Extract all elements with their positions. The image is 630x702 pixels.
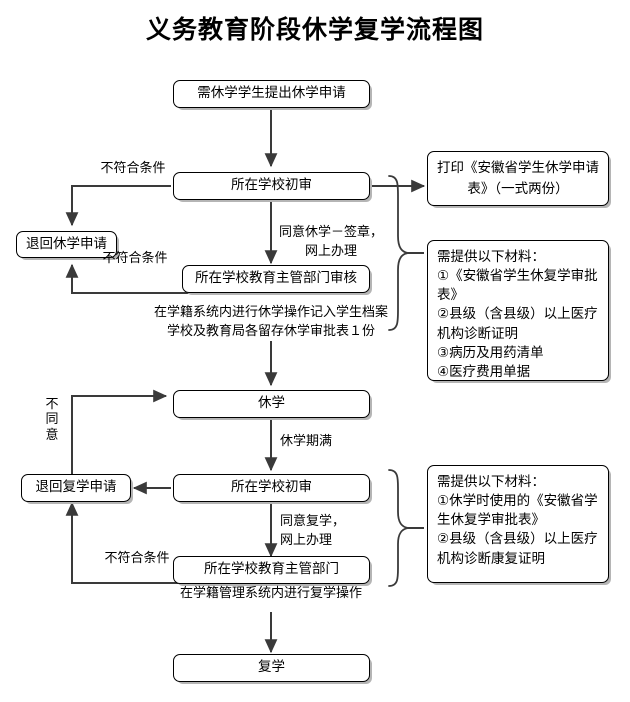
node-edu-department-review[interactable]: 所在学校教育主管部门审核 (182, 265, 370, 293)
node-school-first-review-resume-label: 所在学校初审 (231, 479, 312, 496)
label-not-qualified-2: 不符合条件 (102, 251, 168, 266)
node-return-resume-application[interactable]: 退回复学申请 (21, 474, 131, 502)
label-disagree-char-2: 同 (45, 412, 59, 428)
label-leave-period-expired: 休学期满 (280, 434, 333, 449)
label-disagree-vertical: 不 同 意 (45, 397, 59, 443)
connector-return-resume-to-onleave (71, 389, 168, 474)
page-title: 义务教育阶段休学复学流程图 (145, 15, 484, 44)
connector-review1-to-return-leave (65, 185, 171, 227)
node-leave-application-label: 需休学学生提出休学申请 (197, 85, 346, 102)
label-disagree-char-1: 不 (45, 397, 59, 412)
node-leave-materials[interactable]: 需提供以下材料： ①《安徽省学生休复学审批表》 ②县级（含县级）以上医疗机构诊断… (427, 240, 609, 381)
node-resume-materials-label: 需提供以下材料： ①休学时使用的《安徽省学生休复学审批表》 ②县级（含县级）以上… (437, 474, 598, 567)
label-not-qualified-1: 不符合条件 (100, 161, 166, 176)
node-leave-application[interactable]: 需休学学生提出休学申请 (173, 80, 370, 108)
node-school-first-review-label: 所在学校初审 (231, 177, 312, 194)
label-leave-system-note: 在学籍系统内进行休学操作记入学生档案 学校及教育局各留存休学审批表１份 (153, 305, 388, 339)
node-resume-study[interactable]: 复学 (173, 654, 370, 682)
node-print-application-form[interactable]: 打印《安徽省学生休学申请表》（一式两份） (427, 151, 609, 206)
node-school-first-review[interactable]: 所在学校初审 (173, 172, 370, 200)
node-return-resume-application-label: 退回复学申请 (35, 479, 117, 496)
node-return-leave-application-label: 退回休学申请 (26, 235, 107, 252)
node-resume-study-label: 复学 (258, 659, 285, 676)
node-edu-department-process-label: 所在学校教育主管部门 (204, 561, 339, 578)
label-not-qualified-3: 不符合条件 (104, 551, 170, 566)
node-print-application-form-label: 打印《安徽省学生休学申请表》（一式两份） (437, 159, 599, 197)
connector-edudept-to-return-leave (65, 263, 225, 294)
connector-edudept2-to-return-resume (65, 501, 190, 584)
node-school-first-review-resume[interactable]: 所在学校初审 (173, 474, 370, 502)
node-resume-materials[interactable]: 需提供以下材料： ①休学时使用的《安徽省学生休复学审批表》 ②县级（含县级）以上… (427, 465, 609, 583)
label-resume-system-note: 在学籍管理系统内进行复学操作 (179, 586, 362, 601)
node-edu-department-review-label: 所在学校教育主管部门审核 (195, 270, 357, 287)
label-agree-resume: 同意复学， 网上办理 (280, 514, 346, 548)
node-edu-department-process[interactable]: 所在学校教育主管部门 (173, 556, 370, 584)
node-on-leave[interactable]: 休学 (173, 390, 370, 418)
label-agree-leave: 同意休学－签章， 网上办理 (278, 225, 383, 259)
label-disagree-char-3: 意 (45, 427, 59, 443)
node-return-leave-application[interactable]: 退回休学申请 (16, 231, 117, 258)
node-on-leave-label: 休学 (258, 395, 285, 412)
node-leave-materials-label: 需提供以下材料： ①《安徽省学生休复学审批表》 ②县级（含县级）以上医疗机构诊断… (437, 249, 598, 380)
